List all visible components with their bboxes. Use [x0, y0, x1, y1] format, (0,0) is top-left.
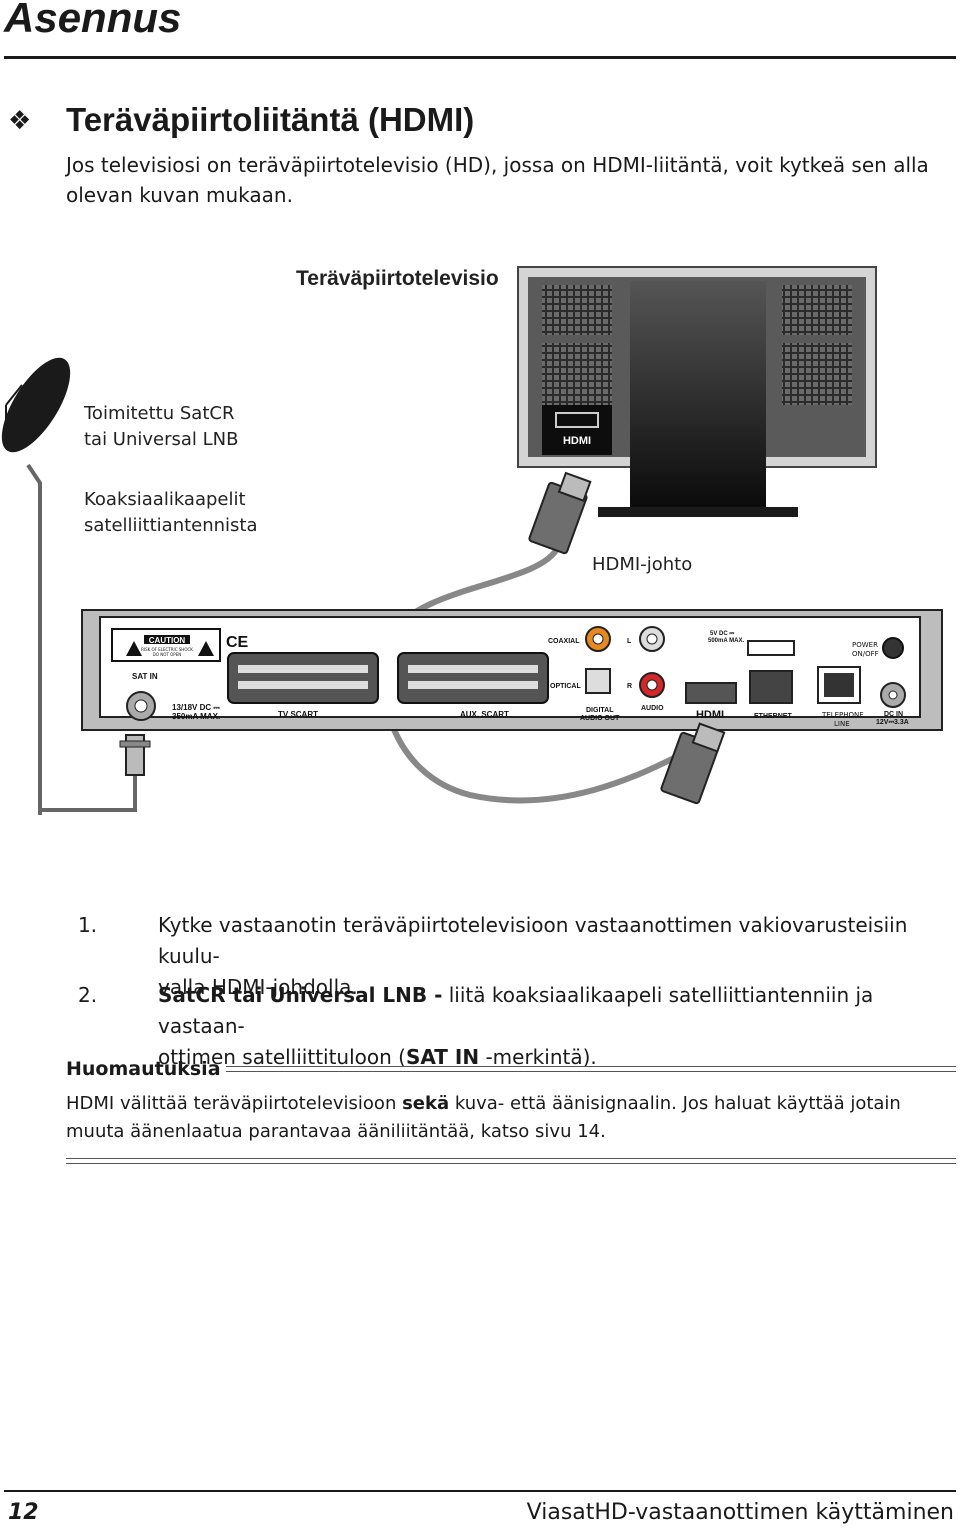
caution-label: CAUTION [149, 636, 186, 645]
notes-text: HDMI välittää teräväpiirtotelevisioon se… [66, 1093, 901, 1142]
power-button [882, 637, 904, 659]
svg-text:ETHERNET: ETHERNET [754, 713, 792, 720]
intro-paragraph: Jos televisiosi on teräväpiirtotelevisio… [66, 153, 929, 207]
svg-text:OPTICAL: OPTICAL [550, 683, 581, 690]
satellite-dish-icon [1, 357, 71, 453]
hdmi-out-connector [685, 682, 737, 704]
page-title: Asennus [4, 0, 182, 41]
svg-text:DIGITAL: DIGITAL [586, 707, 614, 714]
tv-illustration: HDMI [517, 266, 877, 517]
svg-text:L: L [627, 638, 632, 645]
hdmi-cable-label: HDMI-johto [592, 554, 692, 575]
hdmi-plug-bottom [660, 722, 726, 805]
footer-rule [4, 1490, 956, 1492]
tv-hdmi-port-logo: HDMI [563, 435, 591, 447]
lnb-label-1: Toimitettu SatCR [83, 403, 234, 424]
tv-scart-connector [227, 652, 379, 704]
aux-scart-label: AUX. SCART [460, 710, 509, 719]
coax-cable [26, 463, 42, 815]
svg-text:AUDIO OUT: AUDIO OUT [580, 715, 620, 722]
svg-text:5V DC ⎓: 5V DC ⎓ [710, 631, 734, 637]
svg-text:AUDIO: AUDIO [641, 705, 664, 712]
page-number: 12 [8, 1500, 39, 1525]
svg-text:DO NOT OPEN: DO NOT OPEN [153, 652, 181, 657]
svg-text:R: R [627, 683, 632, 690]
optical-out-connector [585, 668, 611, 694]
svg-text:12V⎓3.3A: 12V⎓3.3A [876, 719, 909, 726]
sat-in-label: SAT IN [132, 672, 158, 681]
lnb-label-2: tai Universal LNB [84, 429, 239, 450]
svg-text:LINE: LINE [834, 720, 850, 728]
svg-text:500mA MAX.: 500mA MAX. [708, 638, 744, 644]
tv-scart-label: TV SCART [278, 710, 318, 719]
coax-label-1: Koaksiaalikaapelit [84, 489, 246, 510]
svg-text:POWER: POWER [852, 641, 878, 649]
hdmi-cable [380, 545, 682, 804]
notes-title: Huomautuksia [66, 1058, 221, 1080]
svg-text:ON/OFF: ON/OFF [852, 650, 879, 658]
receiver-hdmi-logo: HDMI [696, 709, 724, 721]
svg-text:DC IN: DC IN [884, 711, 903, 718]
footer-title: ViasatHD-vastaanottimen käyttäminen [526, 1500, 954, 1525]
receiver-back-panel: CAUTION RISK OF ELECTRIC SHOCK DO NOT OP… [81, 609, 943, 731]
ethernet-connector [749, 670, 793, 704]
svg-text:350mA MAX.: 350mA MAX. [172, 712, 220, 721]
aux-scart-connector [397, 652, 549, 704]
svg-text:COAXIAL: COAXIAL [548, 638, 580, 645]
notes-end-rule [66, 1158, 956, 1164]
ce-mark: CE [226, 634, 249, 651]
section-heading: Teräväpiirtoliitäntä (HDMI) [66, 101, 475, 138]
coax-plug [119, 734, 151, 776]
notes-rule [226, 1066, 956, 1072]
coax-label-2: satelliittiantennista [84, 515, 258, 536]
hdmi-plug-top [528, 471, 592, 555]
svg-text:TELEPHONE: TELEPHONE [821, 711, 864, 719]
title-rule [4, 56, 956, 59]
svg-text:RISK OF ELECTRIC SHOCK: RISK OF ELECTRIC SHOCK [141, 647, 193, 652]
connection-diagram: Teräväpiirtotelevisio HDMI Toimitettu Sa… [1, 266, 943, 815]
section-bullet-icon: ❖ [8, 106, 32, 136]
svg-text:13/18V DC ⎓: 13/18V DC ⎓ [172, 703, 220, 712]
usb-connector [747, 640, 795, 656]
tv-label: Teräväpiirtotelevisio [296, 267, 499, 290]
